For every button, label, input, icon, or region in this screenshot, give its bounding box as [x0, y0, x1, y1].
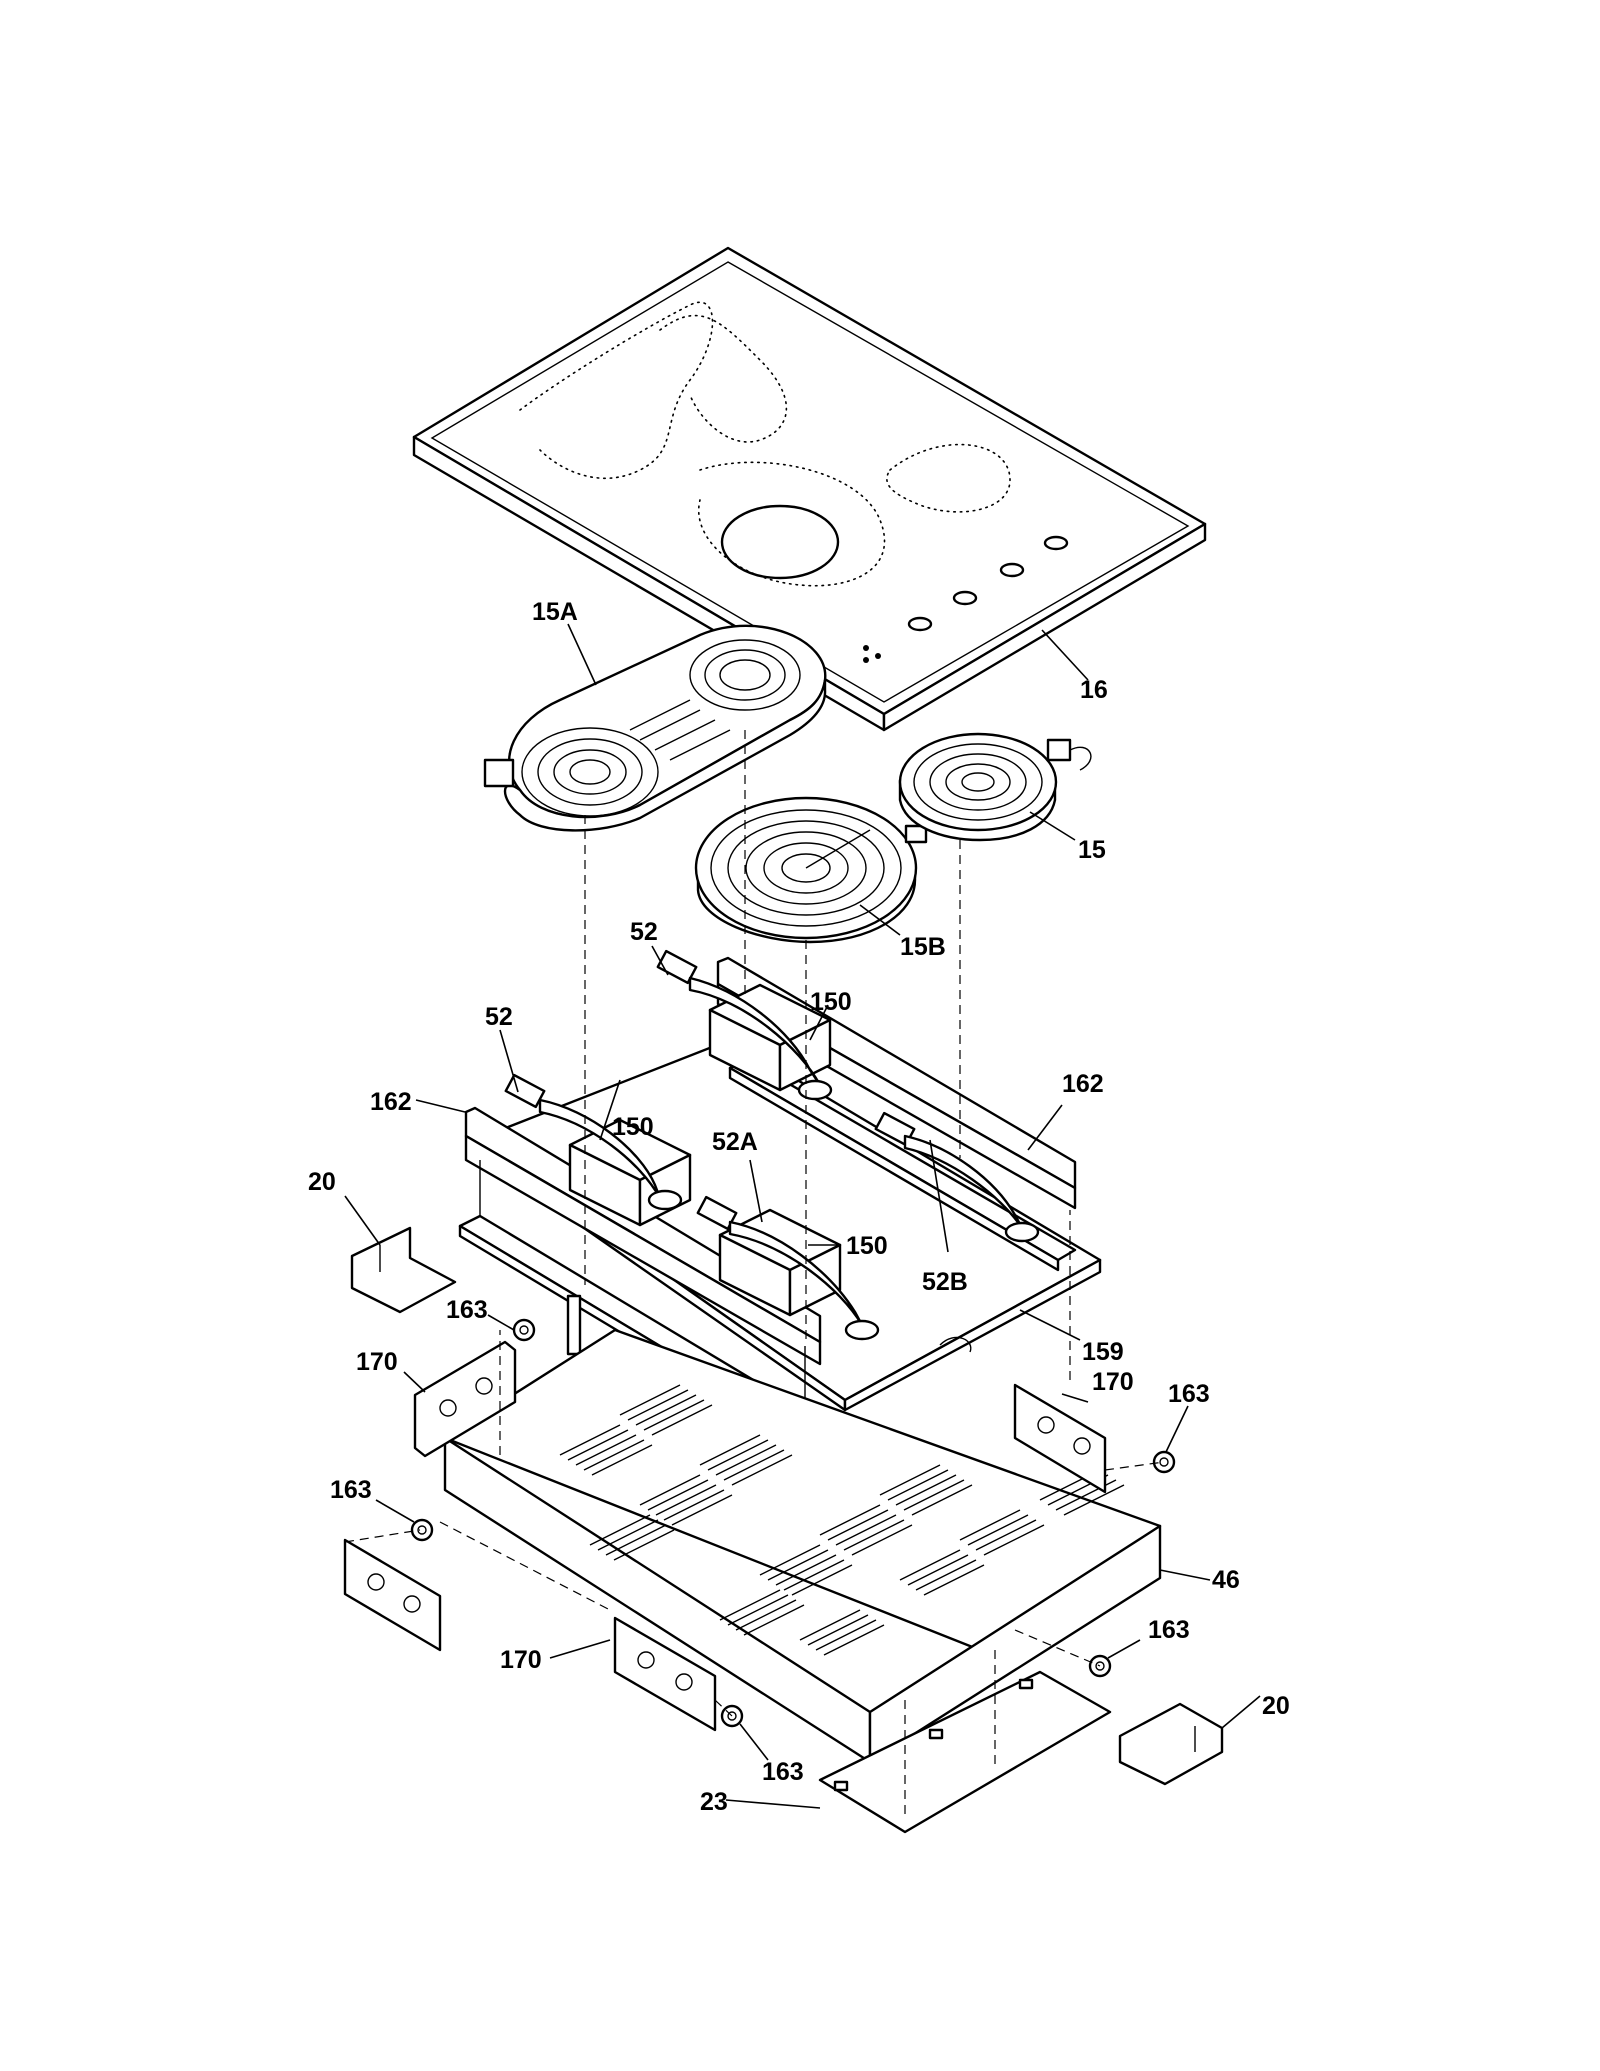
- callout-15A: 15A: [532, 598, 578, 626]
- grommet-part-163-b[interactable]: [1152, 1450, 1176, 1474]
- callout-163-e: 163: [762, 1758, 804, 1786]
- assembly-guide-lines: [344, 730, 1165, 1820]
- grommet-part-163-a[interactable]: [512, 1318, 536, 1342]
- side-trim-part-20-a[interactable]: [350, 1226, 457, 1314]
- grommet-part-163-c[interactable]: [410, 1518, 434, 1542]
- clamp-strap-part-52A[interactable]: [696, 1195, 880, 1341]
- callout-150-b: 150: [612, 1113, 654, 1141]
- callout-162-b: 162: [1062, 1070, 1104, 1098]
- callout-163-d: 163: [1148, 1616, 1190, 1644]
- callout-150-c: 150: [846, 1232, 888, 1260]
- callout-15: 15: [1078, 836, 1106, 864]
- mounting-bracket-part-170-d[interactable]: [613, 1616, 717, 1732]
- callout-170-a: 170: [356, 1348, 398, 1376]
- callout-170-b: 170: [1092, 1368, 1134, 1396]
- callout-52B: 52B: [922, 1268, 968, 1296]
- callout-20-a: 20: [308, 1168, 336, 1196]
- callout-23: 23: [700, 1788, 728, 1816]
- callout-52-b: 52: [485, 1003, 513, 1031]
- mounting-bracket-part-170-c[interactable]: [343, 1538, 442, 1652]
- clamp-strap-part-52B[interactable]: [874, 1111, 1040, 1243]
- callout-163-c: 163: [330, 1476, 372, 1504]
- callout-163-a: 163: [446, 1296, 488, 1324]
- vent-slots: [559, 1384, 1125, 1656]
- small-element-part-15[interactable]: [898, 732, 1092, 842]
- bridge-element-part-15A[interactable]: [483, 624, 827, 832]
- callout-163-b: 163: [1168, 1380, 1210, 1408]
- clamp-strap-part-52-a[interactable]: [656, 949, 833, 1101]
- callout-46: 46: [1212, 1566, 1240, 1594]
- callout-20-b: 20: [1262, 1692, 1290, 1720]
- bottom-cover-part-23[interactable]: [818, 1670, 1112, 1834]
- mounting-bracket-part-170-a[interactable]: [413, 1340, 517, 1458]
- callout-150-a: 150: [810, 988, 852, 1016]
- callout-162-a: 162: [370, 1088, 412, 1116]
- callout-52A: 52A: [712, 1128, 758, 1156]
- bottom-housing-part-46[interactable]: [443, 1328, 1162, 1764]
- mounting-bracket-part-170-b[interactable]: [1013, 1383, 1107, 1494]
- callout-16: 16: [1080, 676, 1108, 704]
- callout-15B: 15B: [900, 933, 946, 961]
- callout-159: 159: [1082, 1338, 1124, 1366]
- side-trim-part-20-b[interactable]: [1118, 1702, 1224, 1786]
- glass-cooktop-part-16[interactable]: [412, 246, 1207, 732]
- leader-lines: [344, 623, 1261, 1809]
- large-element-part-15B[interactable]: [694, 796, 928, 944]
- callout-labels: 16 15A 15 15B 52 52 150 150 150 162 162 …: [308, 598, 1290, 1816]
- callout-52-a: 52: [630, 918, 658, 946]
- callout-170-c: 170: [500, 1646, 542, 1674]
